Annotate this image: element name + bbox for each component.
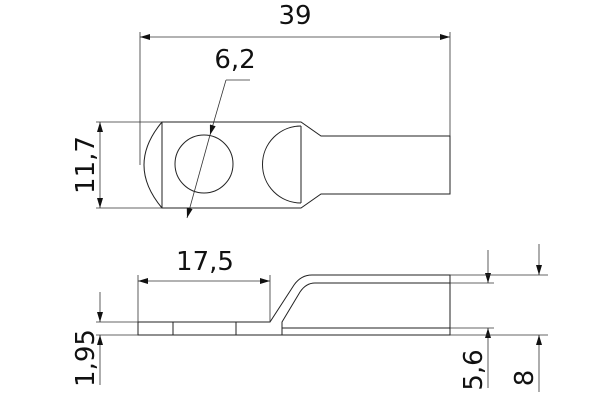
dimension-flat-length: 17,5 xyxy=(137,247,271,322)
lug-outline xyxy=(161,121,451,209)
dimension-label-11-7: 11,7 xyxy=(71,136,101,194)
side-view xyxy=(137,274,451,336)
dimension-label-17-5: 17,5 xyxy=(176,247,234,277)
barrel-end-arc xyxy=(262,125,302,204)
dimension-label-1-95: 1,95 xyxy=(71,329,101,387)
dimension-thickness: 1,95 xyxy=(71,292,138,387)
dimension-label-8: 8 xyxy=(510,370,540,387)
top-view xyxy=(143,121,451,209)
hole-section xyxy=(172,321,237,336)
dimension-label-39: 39 xyxy=(278,1,311,31)
dimension-hole-diameter: 6,2 xyxy=(186,45,256,219)
rounded-end-arc xyxy=(143,121,163,209)
dimension-label-6-2: 6,2 xyxy=(214,45,255,75)
dimension-outer-diameter: 8 xyxy=(450,244,548,392)
dimension-width: 11,7 xyxy=(71,121,162,209)
bolt-hole xyxy=(174,134,234,194)
dimension-inner-diameter: 5,6 xyxy=(450,250,494,391)
barrel-section xyxy=(235,274,451,336)
dimension-overall-length: 39 xyxy=(139,1,451,165)
dimension-label-5-6: 5,6 xyxy=(459,349,489,390)
